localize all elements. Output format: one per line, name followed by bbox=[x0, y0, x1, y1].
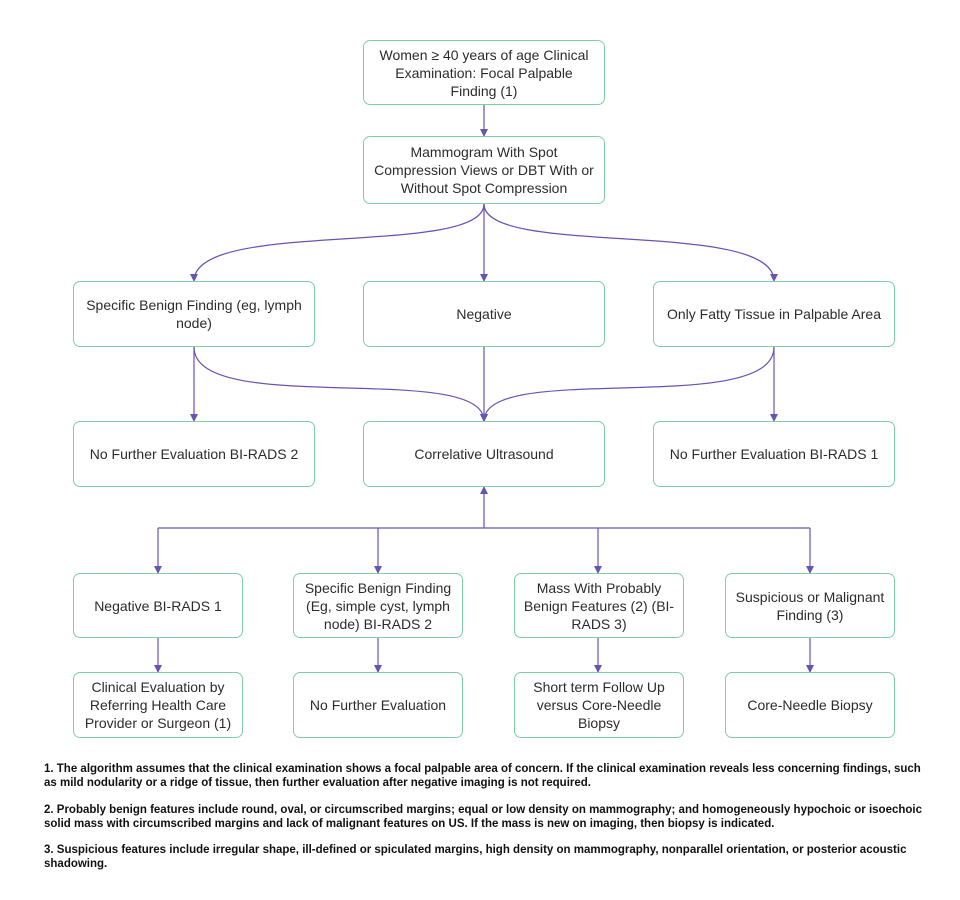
short-term-follow-up-node: Short term Follow Up versus Core-Needle … bbox=[514, 672, 684, 738]
arrow-fatty-tissue-to-ultrasound bbox=[480, 346, 775, 422]
arrow-mammogram-to-fatty-tissue bbox=[483, 203, 778, 282]
mammogram-node: Mammogram With Spot Compression Views or… bbox=[363, 136, 605, 204]
fatty-tissue-node: Only Fatty Tissue in Palpable Area bbox=[653, 281, 895, 347]
footnote-2: 2. Probably benign features include roun… bbox=[44, 804, 922, 830]
no-further-evaluation-node: No Further Evaluation bbox=[293, 672, 463, 738]
no-further-evaluation-birads1-node: No Further Evaluation BI-RADS 1 bbox=[653, 421, 895, 487]
footnote-3: 3. Suspicious features include irregular… bbox=[44, 844, 907, 870]
start-node: Women ≥ 40 years of age Clinical Examina… bbox=[363, 40, 605, 105]
negative-node: Negative bbox=[363, 281, 605, 347]
clinical-evaluation-node: Clinical Evaluation by Referring Health … bbox=[73, 672, 243, 738]
no-further-evaluation-birads2-node: No Further Evaluation BI-RADS 2 bbox=[73, 421, 315, 487]
us-negative-birads1-node: Negative BI-RADS 1 bbox=[73, 573, 243, 638]
us-probably-benign-node: Mass With Probably Benign Features (2) (… bbox=[514, 573, 684, 638]
arrow-mammogram-to-specific-benign bbox=[190, 203, 485, 282]
us-specific-benign-node: Specific Benign Finding (Eg, simple cyst… bbox=[293, 573, 463, 638]
us-suspicious-node: Suspicious or Malignant Finding (3) bbox=[725, 573, 895, 638]
specific-benign-finding-node: Specific Benign Finding (eg, lymph node) bbox=[73, 281, 315, 347]
footnote-1: 1. The algorithm assumes that the clinic… bbox=[44, 763, 921, 789]
correlative-ultrasound-node: Correlative Ultrasound bbox=[363, 421, 605, 487]
arrow-specific-benign-to-ultrasound bbox=[193, 346, 488, 422]
core-needle-biopsy-node: Core-Needle Biopsy bbox=[725, 672, 895, 738]
